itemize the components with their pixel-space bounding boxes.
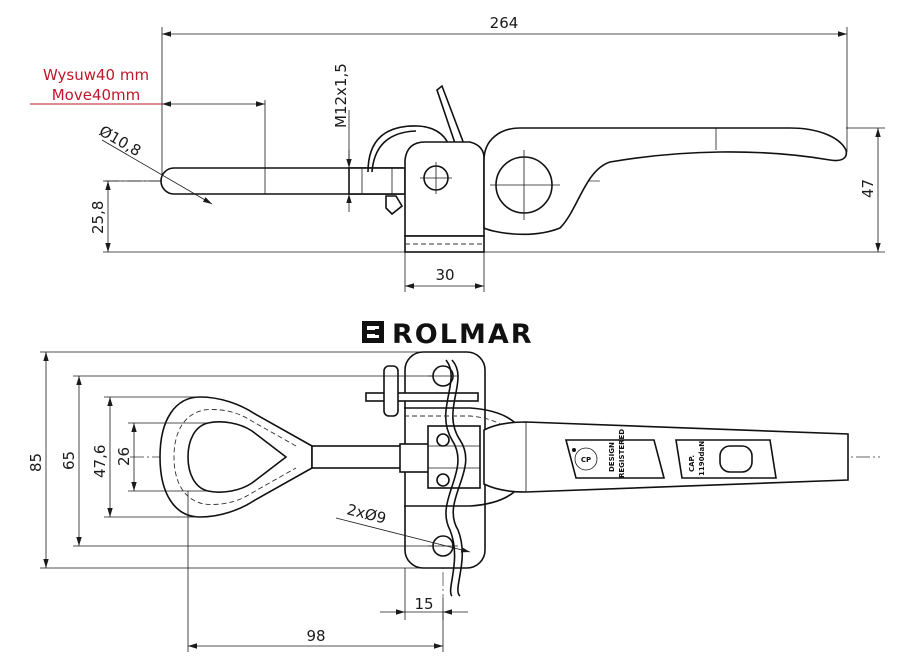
dim-loop-inner: 26	[115, 447, 133, 466]
dim-axis-height: 25,8	[89, 201, 107, 234]
dim-holes: 2xØ9	[345, 500, 388, 527]
dim-pin-diameter: Ø10,8	[96, 122, 144, 160]
side-view: 264 Wysuw40 mm Move40mm M12x1,5 Ø10,8 25…	[30, 14, 885, 292]
dim-line-holes	[335, 517, 471, 553]
side-rod	[160, 167, 403, 195]
stamp-registered: REGISTERED	[618, 429, 626, 478]
stamp-design: DESIGN	[608, 442, 616, 472]
dim-hole-offset: 15	[414, 595, 433, 613]
top-rod	[311, 445, 408, 469]
top-safety-lever	[365, 392, 479, 402]
top-spring-wire	[451, 359, 467, 597]
dim-hole-spacing: 65	[60, 451, 78, 470]
dim-line-pin	[101, 139, 213, 205]
stamp-cap: CAP.	[688, 455, 696, 472]
note-stroke-pl: Wysuw40 mm	[43, 66, 149, 84]
top-lever-tab	[383, 365, 399, 417]
top-loop-inner	[187, 421, 288, 493]
design-registered-icon	[574, 447, 598, 471]
dim-base-width: 30	[435, 266, 454, 284]
dim-loop-outer: 47,6	[91, 445, 109, 478]
top-view: CP DESIGN REGISTERED CAP. 1190daN 85 65 …	[27, 351, 880, 652]
dim-height: 47	[859, 179, 877, 198]
svg-text:CP: CP	[581, 456, 591, 464]
top-handle	[483, 421, 849, 493]
side-nut	[348, 167, 406, 195]
side-hook	[385, 195, 404, 216]
note-stroke-en: Move40mm	[52, 86, 141, 104]
brand-name: ROLMAR	[392, 319, 534, 350]
dim-overall-length: 264	[490, 14, 519, 32]
dim-reach: 98	[306, 627, 325, 645]
dim-thread: M12x1,5	[332, 63, 350, 128]
side-spring	[367, 125, 451, 173]
dim-width-outer: 85	[27, 453, 45, 472]
design-stamp	[564, 439, 666, 479]
side-bracket	[404, 141, 485, 237]
brand: ROLMAR	[362, 319, 534, 350]
side-handle	[483, 127, 848, 236]
handle-slot	[719, 445, 753, 473]
stamp-capacity: 1190daN	[698, 441, 706, 476]
rolmar-logo-icon	[362, 321, 384, 343]
